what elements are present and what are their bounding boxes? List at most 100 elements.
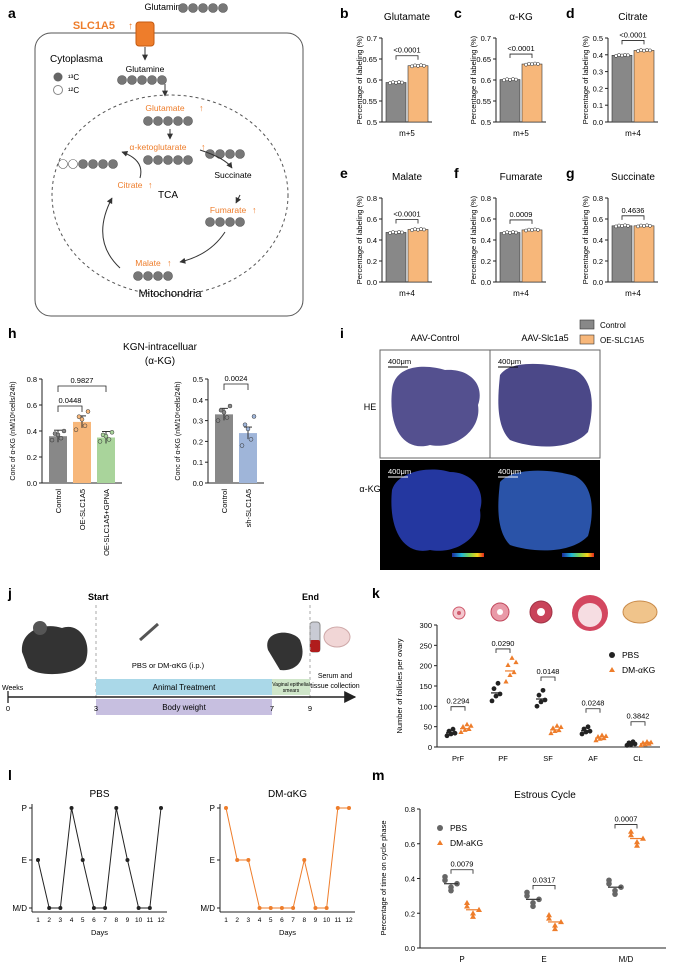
panel-b-title: Glutamate bbox=[384, 12, 431, 23]
l-pt-0-1 bbox=[47, 906, 52, 910]
vaginal-label-1: Vaginal epithelial bbox=[272, 682, 309, 688]
chain-cit-atom-1 bbox=[68, 159, 78, 169]
l-ytick-label-0-2: M/D bbox=[12, 904, 27, 913]
k-pt-1-0-4 bbox=[497, 691, 503, 697]
h-left-dot-1-4 bbox=[85, 409, 91, 414]
legend-oe-swatch bbox=[579, 334, 595, 345]
panel-c-pvalue: <0.0001 bbox=[507, 44, 534, 53]
l-pt-1-11 bbox=[347, 806, 351, 810]
panel-c-dot-0-2 bbox=[508, 77, 512, 82]
j-tick-9: 9 bbox=[308, 704, 312, 713]
panel-b-ytick-label-1: 0.55 bbox=[362, 97, 377, 106]
carbon-chain-top bbox=[178, 3, 228, 13]
k-pt-1-1-5 bbox=[513, 659, 519, 665]
panel-f-dot-0-2 bbox=[508, 230, 512, 235]
h-left-dot-1-2 bbox=[79, 417, 85, 422]
m-pt-1-1-1 bbox=[552, 922, 558, 928]
panel-d-ytick-label-1: 0.1 bbox=[593, 101, 603, 110]
panel-letter-m: m bbox=[372, 767, 384, 783]
panel-e-dot-1-0 bbox=[410, 228, 414, 232]
h-left-bar-0 bbox=[49, 436, 67, 483]
panel-g-ytick-label-3: 0.6 bbox=[593, 215, 603, 224]
panel-b-ytick-label-2: 0.6 bbox=[367, 76, 377, 85]
h-left-p-1: 0.0448 bbox=[59, 396, 82, 405]
m-ytick-label-3: 0.6 bbox=[405, 840, 415, 849]
l-xtick-1-5: 6 bbox=[280, 917, 284, 924]
panel-f-ytick-label-3: 0.6 bbox=[481, 215, 491, 224]
m-pt-0-0-4 bbox=[448, 887, 454, 894]
vaginal-label-2: smears bbox=[283, 688, 300, 694]
panel-b-dot-1-1 bbox=[413, 63, 417, 68]
panel-g-pvalue: 0.4636 bbox=[622, 206, 645, 215]
m-bracket-2 bbox=[614, 824, 638, 829]
l-pt-0-2 bbox=[58, 906, 63, 910]
panel-c-xlabel: m+5 bbox=[513, 129, 529, 138]
l-xtick-1-0: 1 bbox=[224, 917, 228, 924]
l-xtick-1-6: 7 bbox=[291, 917, 295, 924]
l-pt-1-3 bbox=[257, 906, 262, 910]
panel-b-dot-0-0 bbox=[388, 81, 392, 85]
panel-d-title: Citrate bbox=[618, 12, 648, 23]
panel-d-dot-1-4 bbox=[648, 48, 652, 53]
j-weeks-label: Weeks bbox=[2, 685, 24, 692]
panel-b-ytick-label-0: 0.5 bbox=[367, 118, 377, 127]
arrow-akg-succ bbox=[199, 149, 233, 169]
k-pt-2-0-2 bbox=[538, 699, 544, 705]
chain-succ-atom-3 bbox=[235, 149, 245, 159]
h-right-ylabel: Conc of α-KG (nM/10⁶cells/24h) bbox=[175, 381, 182, 480]
panel-e-dot-0-2 bbox=[394, 230, 398, 235]
m-pt-0-1-4 bbox=[470, 913, 476, 919]
panel-c-ytick-label-2: 0.6 bbox=[481, 76, 491, 85]
mitochondria-label: Mitochondria bbox=[139, 288, 203, 300]
chain-fum-atom-3 bbox=[235, 217, 245, 227]
panel-c-ytick-label-0: 0.5 bbox=[481, 118, 491, 127]
cell-outline bbox=[34, 32, 304, 317]
m-xtick-0: P bbox=[459, 955, 464, 964]
chain-in-atom-0 bbox=[117, 75, 127, 85]
h-left-bracket-2 bbox=[57, 385, 107, 392]
k-ytick-label-5: 250 bbox=[419, 641, 432, 650]
carbon-chain-malate bbox=[133, 271, 173, 281]
m-legend-dm-label: DM-aKG bbox=[450, 838, 483, 848]
chain-glu-atom-2 bbox=[163, 116, 173, 126]
arrow-fum-mal bbox=[179, 231, 226, 264]
m-xtick-1: E bbox=[541, 955, 546, 964]
panel-g-ytick-label-0: 0.0 bbox=[593, 278, 603, 287]
panel-c-bar-1 bbox=[521, 63, 543, 123]
scale-label-3: 400μm bbox=[388, 467, 411, 476]
carbon-chain-akg bbox=[143, 155, 193, 165]
panel-d-dot-1-0 bbox=[636, 49, 640, 53]
k-pt-3-1-3 bbox=[599, 732, 605, 738]
panel-g-dot-0-1 bbox=[617, 223, 621, 228]
panel-g-xlabel: m+4 bbox=[625, 289, 641, 298]
l-pt-0-10 bbox=[147, 906, 152, 910]
chain-cit-atom-5 bbox=[108, 159, 118, 169]
panel-e-ytick-label-1: 0.2 bbox=[367, 257, 377, 266]
chain-top-atom-2 bbox=[198, 3, 208, 13]
h-left-ytick-label-0: 0.0 bbox=[27, 479, 37, 488]
panel-b-dot-1-0 bbox=[410, 64, 414, 69]
h-left-dot-2-4 bbox=[109, 430, 115, 435]
panel-f-ylabel: Percentage of labeling (%) bbox=[469, 195, 478, 284]
panel-d-sig-bracket bbox=[621, 40, 645, 45]
citrate-label: Citrate bbox=[117, 180, 142, 190]
k-pvalue-0: 0.2294 bbox=[447, 697, 470, 706]
l-title-1: DM-αKG bbox=[268, 789, 307, 800]
k-ytick-label-1: 50 bbox=[424, 723, 432, 732]
m-xtick-2: M/D bbox=[619, 955, 634, 964]
k-legend-pbs-marker bbox=[609, 652, 615, 658]
chain-top-atom-3 bbox=[208, 3, 218, 13]
l-xtick-1-1: 2 bbox=[235, 917, 239, 924]
chain-cit-atom-0 bbox=[58, 159, 68, 169]
ovary-icon bbox=[323, 626, 351, 648]
k-pt-0-1-2 bbox=[462, 727, 468, 732]
panel-g-ylabel: Percentage of labeling (%) bbox=[581, 195, 590, 284]
k-pt-2-1-5 bbox=[558, 724, 564, 730]
l-xtick-0-3: 4 bbox=[70, 917, 74, 924]
m-bracket-1 bbox=[532, 884, 556, 890]
legend-control-swatch bbox=[579, 319, 595, 330]
panel-f-title: Fumarate bbox=[500, 172, 543, 183]
legend-oe-label: OE-SLC1A5 bbox=[600, 336, 645, 345]
